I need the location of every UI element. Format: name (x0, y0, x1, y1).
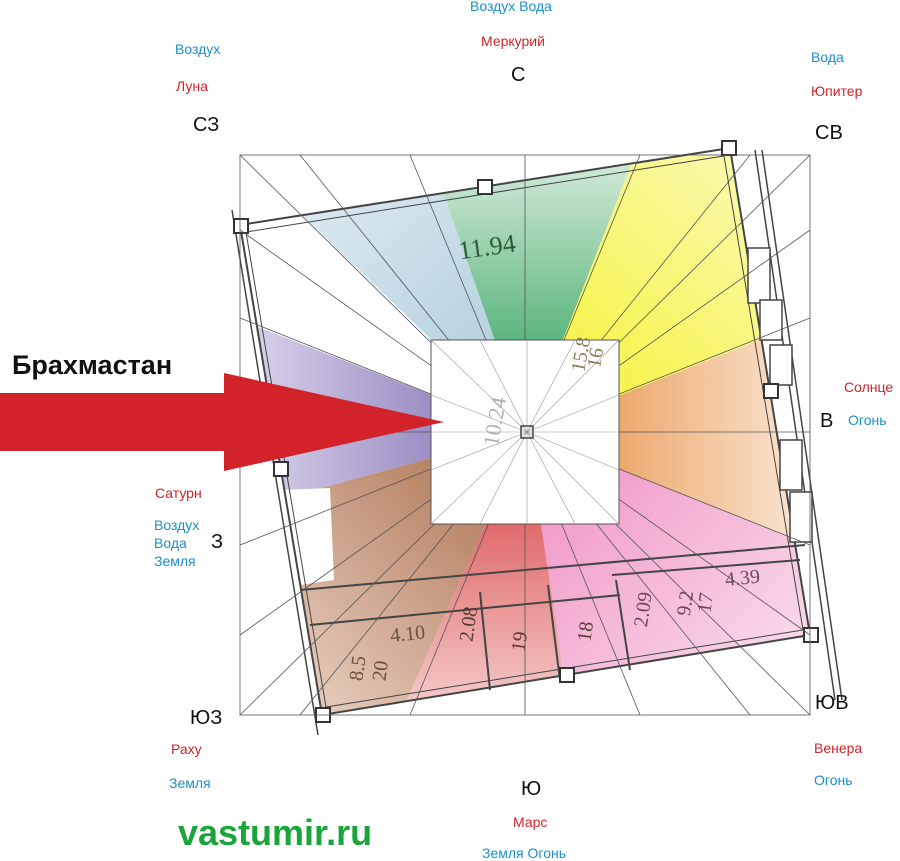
plan-notch (280, 488, 334, 585)
east-element: Огонь (848, 412, 887, 428)
northeast-planet: Юпитер (811, 83, 863, 99)
plan-number-s-c: 2.08 (456, 605, 483, 643)
zone-north (430, 155, 635, 432)
website-label: vastumir.ru (178, 812, 373, 853)
north-planet: Меркурий (481, 33, 545, 49)
plan-number-se-c: 2.09 (630, 591, 657, 629)
southwest-planet: Раху (171, 741, 202, 757)
west-element-1: Воздух (154, 517, 200, 533)
west-element-2: Вода (154, 535, 187, 551)
direction-southwest: ЮЗ (190, 707, 223, 729)
north-elements: Воздух Вода (470, 0, 552, 14)
west-element-3: Земля (154, 553, 196, 569)
plan-number-center-top: 16 (583, 346, 608, 370)
center-marker (520, 425, 534, 439)
direction-southeast: ЮВ (815, 692, 849, 714)
plan-number-se-b: 9.2 (673, 589, 698, 617)
southeast-planet: Венера (814, 740, 863, 756)
plan-number-s-b: 19 (508, 630, 533, 653)
direction-north: С (511, 64, 526, 86)
plan-number-s-a: 18 (574, 620, 599, 643)
direction-northeast: СВ (815, 122, 843, 144)
southwest-element: Земля (169, 775, 211, 791)
plan-number-sw-c: 8.5 (345, 654, 370, 682)
center-radials (430, 339, 620, 525)
south-planet: Марс (513, 814, 548, 830)
plan-number-se-top: 4.39 (724, 565, 761, 591)
northwest-element: Воздух (175, 41, 221, 57)
direction-south: Ю (521, 778, 542, 800)
plan-number-se-a: 17 (693, 591, 718, 614)
southeast-element: Огонь (814, 772, 853, 788)
brahmasthan-arrow (0, 373, 444, 471)
east-planet: Солнце (844, 379, 894, 395)
northeast-element: Вода (811, 49, 844, 65)
zone-east (527, 320, 810, 545)
brahmasthan-title: Брахмастан (12, 350, 173, 380)
south-elements: Земля Огонь (482, 845, 567, 861)
plan-number-sw-b: 20 (368, 659, 393, 682)
direction-east: В (820, 410, 834, 432)
plan-number-sw-a: 4.10 (389, 621, 426, 647)
direction-west: З (211, 531, 224, 553)
plan-walls (231, 146, 843, 736)
northwest-planet: Луна (176, 78, 208, 94)
west-planet: Сатурн (155, 485, 202, 501)
plan-windows (747, 247, 813, 543)
direction-northwest: СЗ (193, 114, 220, 136)
